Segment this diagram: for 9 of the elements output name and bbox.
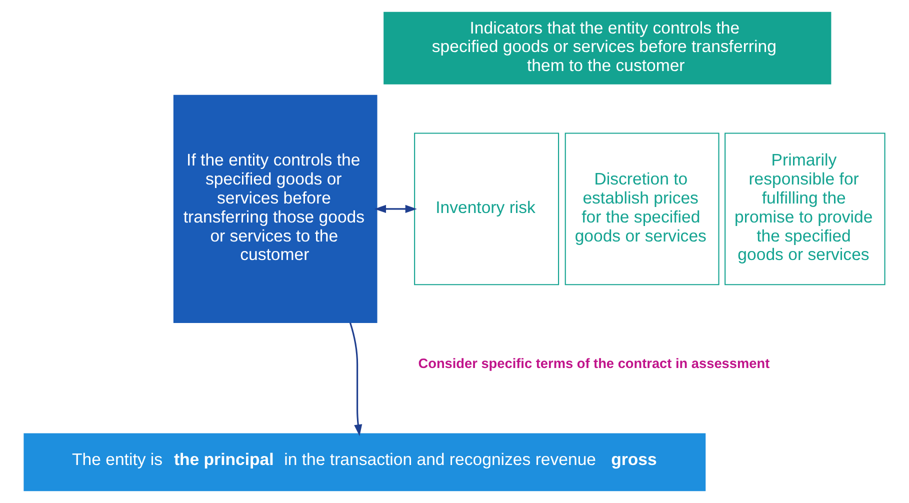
- label: Consider specific terms of the contract in assessment: [418, 356, 770, 372]
- node-box: Discretion to establish prices for the specified goods or services: [564, 132, 720, 286]
- arrow: [349, 322, 362, 436]
- node-box: If the entity controls the specified goods or services before transferring those goods or services to the customer: [173, 94, 378, 323]
- node-box: Indicators that the entity controls the specified goods or services before transferring them to the customer: [384, 12, 832, 84]
- node-box: The entity is the principal in the transaction and recognizes revenue gross: [24, 433, 706, 492]
- arrow: [374, 204, 417, 213]
- node-box: Inventory risk: [414, 132, 560, 286]
- node-box: Primarily responsible for fulfilling the promise to provide the specified goods or services: [724, 132, 886, 286]
